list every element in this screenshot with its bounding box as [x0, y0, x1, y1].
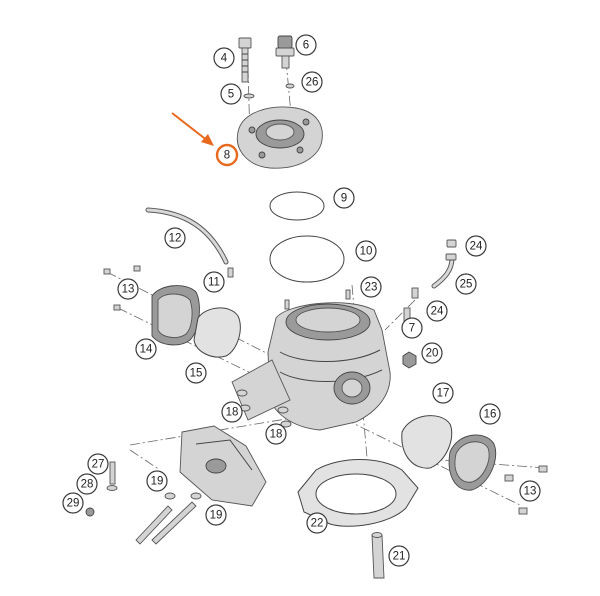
callout-21-c21: 21: [388, 545, 410, 567]
callout-number: 28: [81, 479, 94, 491]
callout-number: 22: [311, 518, 324, 530]
callout-number: 6: [303, 40, 309, 52]
callout-24-c24a: 24: [465, 235, 487, 257]
callout-13-c13b: 13: [519, 480, 541, 502]
callout-8-c8: 8: [215, 143, 239, 167]
callout-number: 19: [151, 476, 164, 488]
callout-9-c9: 9: [333, 187, 355, 209]
callout-25-c25: 25: [455, 273, 477, 295]
bolt-13-right-c: [518, 507, 528, 515]
callout-number: 4: [221, 53, 228, 65]
callout-20-c20: 20: [421, 342, 443, 364]
callout-number: 21: [393, 551, 406, 563]
callout-number: 5: [228, 89, 234, 101]
axis-sensor-27: [129, 449, 161, 471]
bolt-13-right-b: [538, 465, 548, 473]
washer-5: [243, 93, 255, 99]
base-gasket-22: [297, 459, 419, 527]
callout-number: 12: [169, 233, 182, 245]
seal-ring-26: [285, 83, 295, 89]
callout-number: 16: [484, 409, 497, 421]
callout-number: 23: [365, 282, 378, 294]
gasket-15: [193, 307, 241, 358]
stud-21: [371, 532, 385, 579]
fitting-24-lower: [411, 287, 419, 299]
bolt-4: [238, 37, 252, 83]
callout-number: 26: [306, 77, 319, 89]
callout-number: 27: [92, 459, 105, 471]
sensor-27: [109, 461, 116, 485]
studs-19: [135, 492, 202, 545]
callout-22-c22: 22: [306, 512, 328, 534]
callout-number: 24: [431, 306, 444, 318]
callout-number: 13: [122, 284, 135, 296]
o-ring-10: [269, 235, 345, 283]
callout-labels: 4 6 5 26 8 9 12 10 24 25 23 11 13 24 7 14 20 15 17 18 16 18 27…: [62, 34, 541, 567]
hose-12: [145, 207, 229, 265]
callout-number: 15: [190, 368, 203, 380]
callout-18-c18a: 18: [221, 401, 243, 423]
axis-fitting-7: [384, 299, 416, 331]
washer-18-d: [280, 420, 292, 428]
washer-18-c: [277, 406, 289, 414]
callout-16-c16: 16: [479, 403, 501, 425]
cylinder-head-8: [236, 106, 323, 169]
callout-number: 7: [409, 323, 415, 335]
callout-13-c13a: 13: [117, 278, 139, 300]
callout-number: 18: [226, 407, 239, 419]
callout-28-c28: 28: [76, 473, 98, 495]
callout-24-c24b: 24: [426, 300, 448, 322]
valve-cover-14: [151, 285, 200, 346]
callout-17-c17: 17: [432, 382, 454, 404]
side-cover-16: [448, 434, 497, 491]
sensor-6: [275, 35, 295, 69]
callout-number: 11: [208, 277, 220, 289]
fitting-24-25-upper: [431, 239, 457, 289]
callout-number: 18: [270, 429, 283, 441]
highlight-arrow: [171, 112, 214, 146]
callout-number: 10: [360, 246, 373, 258]
callout-18-c18b: 18: [265, 423, 287, 445]
washer-28: [106, 485, 118, 491]
callout-23-c23: 23: [360, 276, 382, 298]
callout-19-c19a: 19: [146, 470, 168, 492]
callout-number: 20: [426, 348, 439, 360]
callout-26-c26: 26: [301, 71, 323, 93]
callout-15-c15: 15: [185, 362, 207, 384]
callout-29-c29: 29: [62, 492, 84, 514]
nut-29: [85, 507, 95, 517]
callout-number: 9: [341, 193, 347, 205]
callout-number: 24: [470, 241, 483, 253]
washer-18-a: [236, 389, 248, 397]
callout-10-c10: 10: [355, 240, 377, 262]
exhaust-flange: [179, 425, 267, 507]
cylinder-block: [231, 302, 391, 431]
callout-27-c27: 27: [87, 453, 109, 475]
callout-number: 19: [210, 510, 223, 522]
callout-14-c14: 14: [135, 338, 157, 360]
callout-number: 25: [460, 279, 473, 291]
screws-left: [103, 265, 351, 311]
callout-number: 13: [524, 486, 537, 498]
nut-20: [402, 351, 417, 369]
callout-number: 8: [224, 150, 230, 162]
callout-6-c6: 6: [295, 34, 317, 56]
gasket-17: [401, 415, 453, 469]
callout-19-c19b: 19: [205, 504, 227, 526]
callout-number: 14: [140, 344, 153, 356]
callout-11-c11: 11: [203, 271, 225, 293]
callout-5-c5: 5: [220, 83, 242, 105]
callout-number: 29: [67, 498, 80, 510]
bolt-13-right-a: [504, 474, 514, 482]
callout-4-c4: 4: [213, 47, 235, 69]
callout-number: 17: [437, 388, 450, 400]
callout-7-c7: 7: [401, 317, 423, 339]
callout-12-c12: 12: [164, 227, 186, 249]
o-ring-9: [269, 191, 325, 221]
